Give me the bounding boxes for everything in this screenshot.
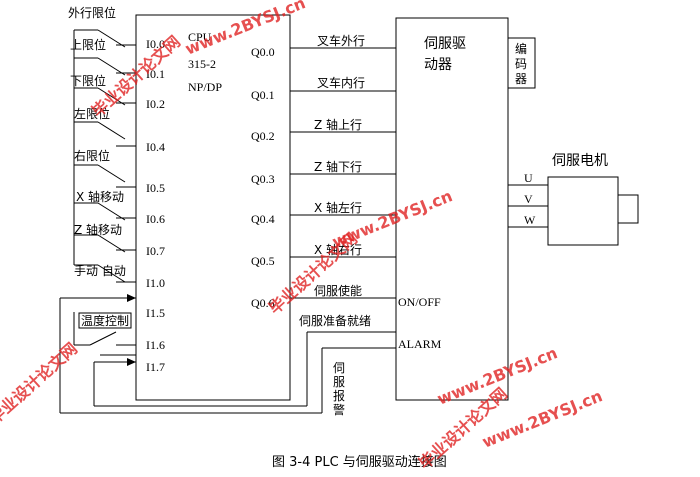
motor-body bbox=[547, 176, 619, 246]
servo-alarm-label: 伺 服 报 警 bbox=[333, 361, 345, 417]
signal-label: 叉车外行 bbox=[317, 33, 365, 48]
plc-input-label: I1.0 bbox=[146, 276, 165, 290]
phase-wires bbox=[508, 184, 548, 228]
servo-alarm-char: 伺 bbox=[333, 361, 345, 375]
input-switch bbox=[74, 234, 136, 253]
encoder-char: 码 bbox=[515, 57, 527, 71]
figure-caption: 图 3-4 PLC 与伺服驱动连接图 bbox=[272, 454, 447, 470]
feedback-wiring bbox=[59, 297, 396, 414]
plc-input-label: I0.5 bbox=[146, 181, 165, 195]
encoder-label: 编 码 器 bbox=[515, 41, 527, 86]
plc-input-label: I0.0 bbox=[146, 37, 165, 51]
plc-input-label: I1.5 bbox=[146, 306, 165, 320]
servo-driver-title-line1: 伺服驱 bbox=[424, 36, 466, 52]
servo-ready-label: 伺服准备就绪 bbox=[299, 314, 371, 328]
plc-input-label: I0.4 bbox=[146, 140, 165, 154]
plc-output-label: Q0.3 bbox=[251, 172, 275, 186]
phase-label: U bbox=[524, 171, 533, 185]
signal-label: X 轴右行 bbox=[314, 242, 362, 257]
plc-output-label: Q0.2 bbox=[251, 129, 275, 143]
servo-alarm-char: 服 bbox=[333, 375, 345, 389]
watermark-text: 毕业设计论文网 bbox=[0, 339, 81, 428]
temp-control-label: 温度控制 bbox=[81, 313, 129, 328]
plc-output-label: Q0.0 bbox=[251, 45, 275, 59]
plc-input-label: I0.7 bbox=[146, 244, 165, 258]
signal-label: 伺服使能 bbox=[314, 283, 362, 298]
input-switch bbox=[74, 57, 136, 76]
input-switch bbox=[74, 121, 136, 147]
phase-label: V bbox=[524, 192, 533, 206]
switch-label: 上限位 bbox=[70, 37, 106, 52]
signal-label: Z 轴上行 bbox=[314, 117, 362, 132]
arrow-head bbox=[127, 358, 136, 366]
plc-input-label: I0.2 bbox=[146, 97, 165, 111]
plc-input-label: I1.6 bbox=[146, 338, 165, 352]
switch-label: 外行限位 bbox=[68, 5, 116, 20]
arrow-head bbox=[127, 294, 136, 302]
encoder-char: 编 bbox=[515, 41, 527, 56]
input-switch bbox=[74, 29, 136, 48]
input-switch bbox=[74, 264, 136, 283]
motor-shaft bbox=[617, 194, 639, 224]
alarm-terminal-label: ALARM bbox=[398, 337, 442, 351]
servo-driver-box bbox=[395, 17, 509, 401]
plc-input-label: I0.1 bbox=[146, 67, 165, 81]
plc-output-label: Q0.6 bbox=[251, 296, 275, 310]
signal-label: Z 轴下行 bbox=[314, 159, 362, 174]
phase-label: W bbox=[524, 213, 536, 227]
watermark-text: www.2BYSJ.cn bbox=[329, 186, 455, 252]
output-wires bbox=[290, 47, 396, 299]
plc-input-label: I1.7 bbox=[146, 360, 165, 374]
plc-input-label: I0.6 bbox=[146, 212, 165, 226]
plc-label-line3: NP/DP bbox=[188, 80, 222, 94]
signal-label: X 轴左行 bbox=[314, 200, 362, 215]
encoder-char: 器 bbox=[515, 72, 527, 86]
plc-output-label: Q0.4 bbox=[251, 212, 275, 226]
switch-label: Z 轴移动 bbox=[74, 222, 122, 237]
input-switch bbox=[74, 164, 136, 188]
plc-box bbox=[135, 14, 291, 401]
switch-label: X 轴移动 bbox=[76, 189, 124, 204]
input-switch bbox=[74, 202, 136, 221]
servo-alarm-char: 警 bbox=[333, 402, 345, 417]
motor-label: 伺服电机 bbox=[552, 153, 608, 169]
switch-label: 右限位 bbox=[74, 148, 110, 163]
on-off-terminal-label: ON/OFF bbox=[398, 295, 441, 309]
plc-label-line2: 315-2 bbox=[188, 57, 216, 71]
temp-control-switch bbox=[73, 312, 136, 346]
plc-output-label: Q0.1 bbox=[251, 88, 275, 102]
plc-label-line1: CPU bbox=[188, 30, 212, 44]
plc-output-label: Q0.5 bbox=[251, 254, 275, 268]
servo-driver-title-line2: 动器 bbox=[424, 57, 452, 73]
switch-label: 手动 自动 bbox=[74, 264, 126, 278]
switch-label: 左限位 bbox=[74, 106, 110, 121]
signal-label: 叉车内行 bbox=[317, 75, 365, 90]
switch-label: 下限位 bbox=[70, 73, 106, 88]
servo-alarm-char: 报 bbox=[333, 388, 345, 403]
input-switch bbox=[74, 87, 136, 106]
encoder-box bbox=[507, 37, 536, 89]
